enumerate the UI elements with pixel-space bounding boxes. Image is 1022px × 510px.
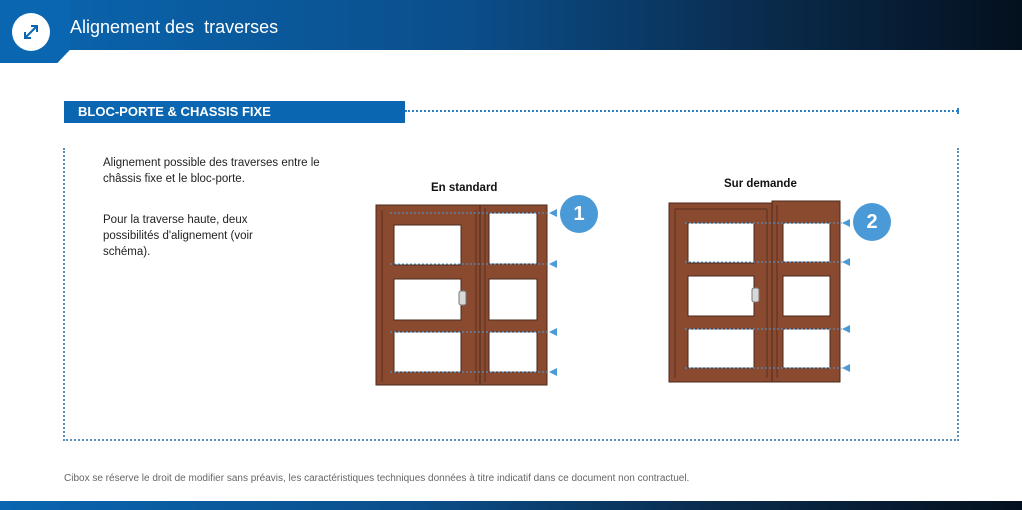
glass-pane <box>687 275 755 317</box>
glass-pane <box>393 278 462 321</box>
door-diagram-standard <box>375 204 557 386</box>
glass-pane <box>782 222 831 263</box>
section-divider-end <box>957 108 959 114</box>
door-handle <box>458 290 467 306</box>
diagram-label-standard: En standard <box>431 182 498 194</box>
door-handle <box>751 287 760 303</box>
door-diagram-on-demand <box>668 200 850 383</box>
glass-pane <box>488 331 538 373</box>
glass-pane <box>393 224 462 266</box>
glass-pane <box>393 331 462 373</box>
glass-pane <box>488 278 538 321</box>
diagonal-arrows-icon <box>12 13 50 51</box>
section-divider <box>405 110 958 112</box>
alignment-arrows <box>842 219 850 372</box>
glass-pane <box>488 212 538 265</box>
content-frame <box>63 148 959 441</box>
glass-pane <box>782 328 831 369</box>
header-bar <box>0 0 1022 50</box>
alignment-arrows <box>549 209 557 376</box>
description-paragraph-1: Alignement possible des traverses entre … <box>103 157 320 185</box>
disclaimer-text: Cibox se réserve le droit de modifier sa… <box>64 473 690 484</box>
footer-bar <box>0 501 1022 510</box>
badge-number-1: 1 <box>560 195 598 233</box>
page-title: Alignement des traverses <box>70 17 279 37</box>
glass-pane <box>687 328 755 369</box>
diagram-label-on-demand: Sur demande <box>724 178 797 190</box>
glass-pane <box>687 222 755 264</box>
badge-number-2: 2 <box>853 203 891 241</box>
glass-pane <box>782 275 831 317</box>
description-paragraph-2: Pour la traverse haute, deux possibilité… <box>103 214 253 258</box>
section-title: BLOC-PORTE & CHASSIS FIXE <box>64 101 405 123</box>
